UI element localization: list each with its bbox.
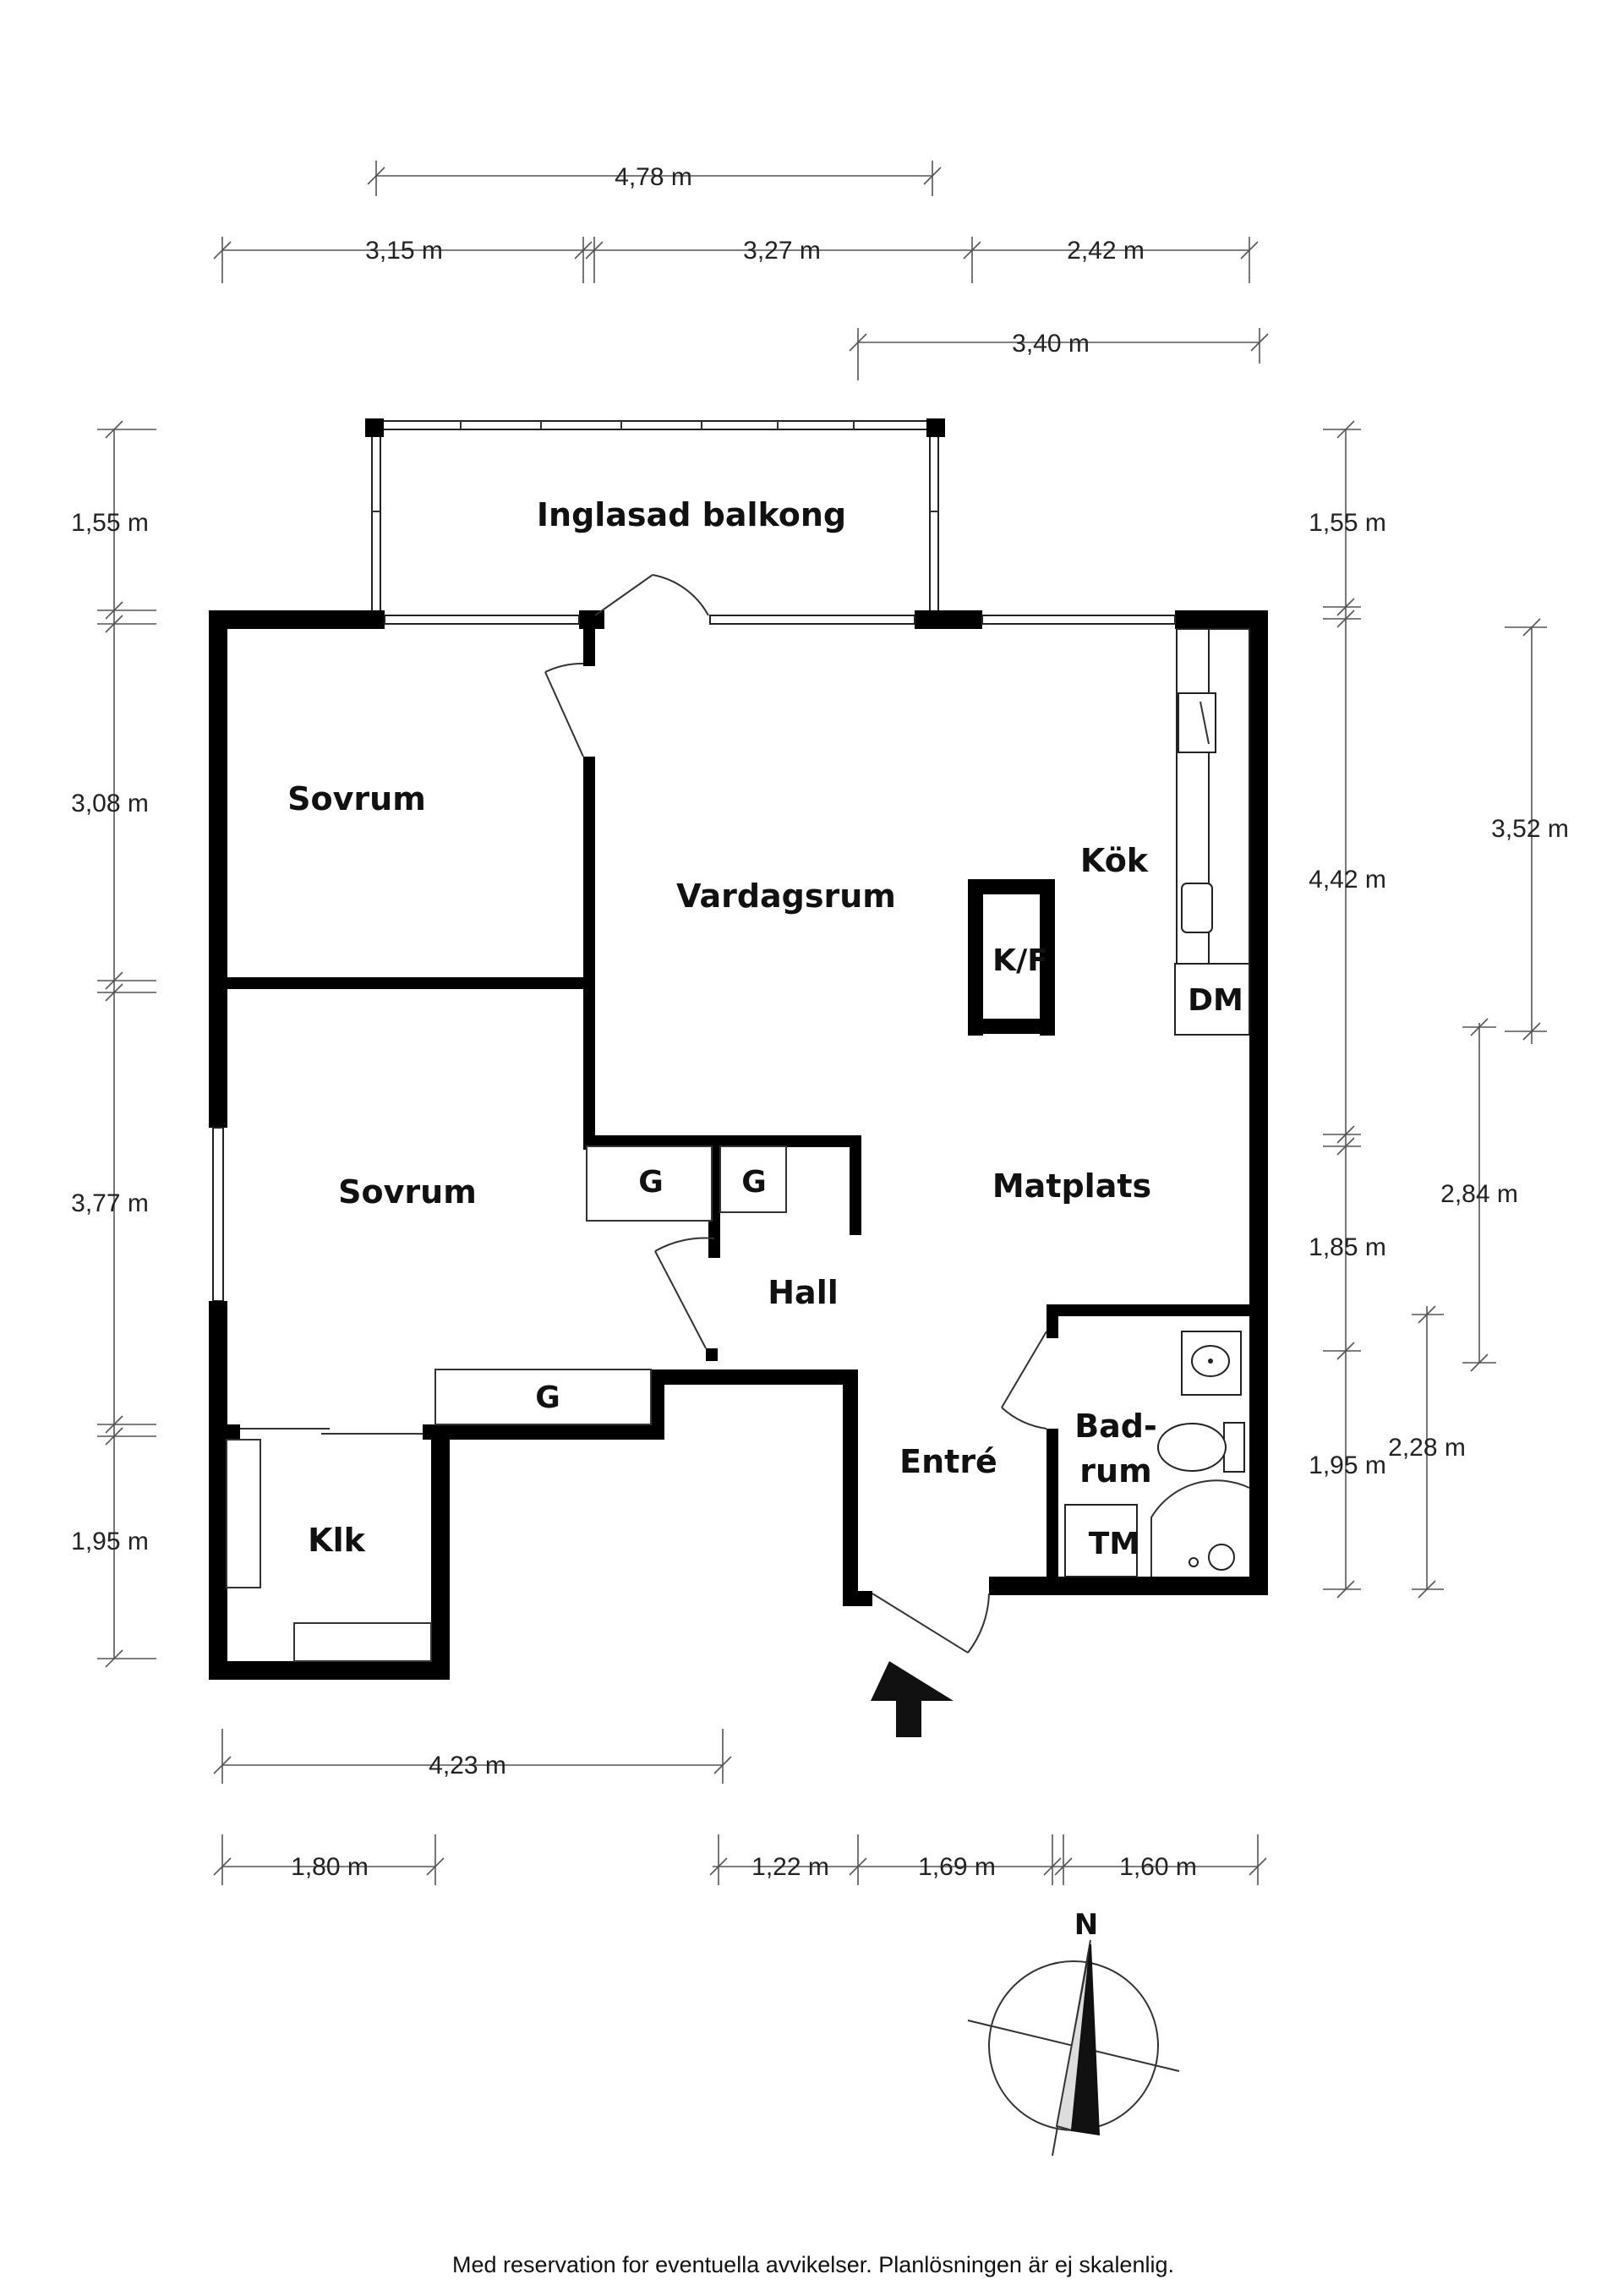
- dim-top-242: 2,42 m: [1067, 237, 1145, 265]
- walls: [209, 610, 1268, 1680]
- balcony-glazing: [365, 418, 945, 618]
- sink-icon: [1181, 883, 1213, 933]
- wardrobe-label-2: G: [741, 1165, 767, 1200]
- compass-icon: N: [967, 1908, 1180, 2157]
- dimension-lines: [97, 161, 1547, 1885]
- dining-label: Matplats: [992, 1167, 1151, 1205]
- dim-top-340: 3,40 m: [1012, 330, 1090, 358]
- living-room-label: Vardagsrum: [676, 877, 896, 915]
- dim-right-284: 2,84 m: [1440, 1180, 1518, 1208]
- dim-left-195: 1,95 m: [71, 1528, 149, 1555]
- hall-label: Hall: [768, 1274, 839, 1311]
- bedroom-top-label: Sovrum: [287, 780, 426, 817]
- dim-left-308: 3,08 m: [71, 790, 149, 817]
- disclaimer-text: Med reservation for eventuella avvikelse…: [452, 2252, 1174, 2277]
- dim-bottom-423: 4,23 m: [429, 1752, 506, 1779]
- fixture-labels: K/F DM TM G G G: [535, 943, 1243, 1561]
- dim-bottom-180: 1,80 m: [291, 1853, 369, 1881]
- dim-left-155: 1,55 m: [71, 509, 149, 537]
- washer-label: TM: [1089, 1527, 1139, 1561]
- toilet-icon: [1223, 1422, 1245, 1473]
- balcony-label: Inglasad balkong: [537, 496, 846, 533]
- wardrobes: [434, 1145, 787, 1425]
- dim-right-442: 4,42 m: [1309, 866, 1386, 894]
- dim-right-195: 1,95 m: [1309, 1451, 1386, 1479]
- dim-top-315: 3,15 m: [365, 237, 443, 265]
- bathroom-label-2: rum: [1079, 1452, 1151, 1490]
- closet-shelves: [226, 1439, 432, 1662]
- fridge-freezer: [968, 879, 1055, 1036]
- dim-top-478: 4,78 m: [615, 163, 692, 191]
- entrance-label: Entré: [899, 1443, 997, 1480]
- kitchen-counter: [1174, 628, 1250, 1036]
- bedroom-mid-label: Sovrum: [338, 1173, 477, 1211]
- entrance-arrow-icon: [871, 1661, 954, 1737]
- doors: [240, 574, 1047, 1654]
- dim-right-352: 3,52 m: [1491, 815, 1569, 843]
- dim-left-377: 3,77 m: [71, 1189, 149, 1217]
- dim-top-327: 3,27 m: [743, 237, 821, 265]
- wardrobe-label-1: G: [638, 1165, 664, 1200]
- dishwasher-label: DM: [1188, 983, 1243, 1018]
- closet-label: Klk: [308, 1522, 365, 1559]
- dim-bottom-160: 1,60 m: [1119, 1853, 1197, 1881]
- room-labels: Inglasad balkong Sovrum Vardagsrum Kök S…: [287, 496, 1157, 1559]
- wardrobe-label-3: G: [535, 1380, 560, 1415]
- dim-right-185: 1,85 m: [1309, 1233, 1386, 1261]
- fridge-freezer-label: K/F: [992, 943, 1048, 978]
- kitchen-label: Kök: [1080, 842, 1149, 879]
- dim-right-228: 2,28 m: [1388, 1434, 1466, 1462]
- dim-right-155: 1,55 m: [1309, 509, 1386, 537]
- dim-bottom-169: 1,69 m: [918, 1853, 996, 1881]
- drain-icon: [1208, 1544, 1235, 1571]
- bathroom-fixtures: [1064, 1331, 1250, 1577]
- dimension-labels: 4,78 m 3,15 m 3,27 m 2,42 m 3,40 m 1,55 …: [71, 163, 1569, 1881]
- bathroom-label-1: Bad-: [1074, 1408, 1157, 1445]
- dim-bottom-122: 1,22 m: [751, 1853, 829, 1881]
- compass-north-label: N: [1074, 1908, 1098, 1942]
